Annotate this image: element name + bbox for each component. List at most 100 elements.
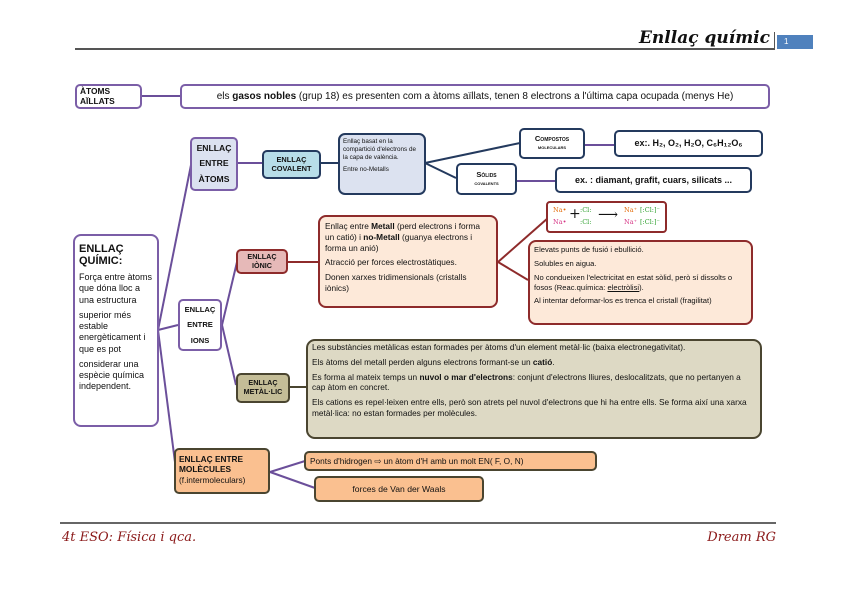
ionic-desc-1: Enllaç entre Metall (perd electrons i fo…	[325, 221, 491, 253]
connector	[157, 159, 193, 331]
node-covalent-desc: Enllaç basat en la compartició d'electro…	[338, 133, 426, 195]
ionic-desc-nometall: no-Metall	[363, 231, 400, 242]
ionic-prop-3-pre: No condueixen l'electricitat en estat sò…	[534, 272, 733, 292]
metallic-desc-2-post: .	[552, 356, 555, 367]
node-ionic-desc: Enllaç entre Metall (perd electrons i fo…	[318, 215, 498, 308]
ionic-label-1: ENLLAÇ	[247, 251, 277, 261]
node-metallic-desc: Les substàncies metàlicas estan formades…	[306, 339, 762, 439]
ionic-prop-4: Al intentar deformar-los es trenca el cr…	[534, 296, 712, 306]
ionic-label-2: IÒNIC	[252, 260, 272, 270]
node-enllac-quimic: ENLLAÇ QUÍMIC: Força entre àtoms que dón…	[73, 234, 159, 427]
root-desc-3: considerar una espècie química independe…	[79, 358, 145, 392]
molecules-label-3: (f.intermoleculars)	[179, 474, 246, 485]
compostos-label-1: Compostos	[534, 134, 570, 144]
header-rule	[75, 48, 775, 50]
ionic-desc-a: Enllaç entre	[325, 221, 372, 231]
ionic-prop-2: Solubles en aigua.	[534, 258, 597, 268]
gasos-nobles-post: (grup 18) es presenten com a àtoms aïlla…	[296, 91, 734, 102]
metallic-desc-2-pre: Els àtoms del metall perden alguns elect…	[312, 356, 533, 367]
ponts-hidrogen-text: Ponts d'hidrogen ⇨ un àtom d'H amb un mo…	[310, 456, 524, 466]
metallic-desc-2-bold: catió	[532, 356, 553, 367]
covalent-label-1: ENLLAÇ	[276, 154, 307, 164]
entre-atoms-1: ENLLAÇ	[196, 143, 232, 154]
entre-atoms-2: ENTRE	[199, 158, 229, 169]
metallic-desc-2: Els àtoms del metall perden alguns elect…	[312, 357, 756, 368]
reactant-na-2: Na•	[553, 218, 567, 226]
ionic-prop-3-post: ).	[639, 282, 644, 292]
entre-ions-1: ENLLAÇ	[184, 305, 216, 315]
atoms-aillats-label-2: AÏLLATS	[80, 95, 115, 106]
ionic-desc-e: (guanya electrons i forma un anió)	[325, 231, 473, 253]
plus-sign: +	[569, 206, 581, 222]
metallic-desc-3-bold: nuvol o mar d'electrons	[419, 371, 513, 382]
connector	[424, 162, 457, 179]
metallic-label-2: METÀL·LIC	[243, 387, 283, 396]
ionic-desc-metall: Metall	[371, 221, 395, 231]
node-ionic-reaction: Na• Na• + :Cl: :Cl: ⟶ Na⁺ Na⁺ [:Cl:]⁻ [:…	[546, 201, 667, 233]
root-title-1: ENLLAÇ	[79, 243, 124, 255]
entre-ions-2: ENTRE	[187, 320, 213, 330]
atoms-aillats-label-1: ÀTOMS	[80, 86, 111, 96]
connector	[497, 217, 549, 263]
metallic-desc-3-pre: Es forma al mateix temps un	[312, 371, 420, 382]
metallic-desc-3-post: : conjunt d'electrons lliures, deslocali…	[312, 371, 741, 393]
gasos-nobles-pre: els	[216, 91, 233, 102]
molecules-label-1: ENLLAÇ ENTRE	[179, 454, 244, 464]
footer-right: Dream RG	[707, 530, 776, 545]
header-divider	[774, 32, 775, 49]
metallic-desc-4: Els cations es repel·leixen entre ells, …	[312, 397, 747, 418]
reaction-arrow: ⟶	[598, 207, 619, 223]
ionic-prop-3: No condueixen l'electricitat en estat sò…	[534, 273, 747, 293]
connector	[269, 460, 306, 473]
entre-atoms-3: ÀTOMS	[198, 173, 230, 184]
node-solids-covalents: Sòlids covalents	[456, 163, 517, 195]
root-title-2: QUÍMIC:	[79, 255, 123, 268]
metallic-label-1: ENLLAÇ	[248, 378, 278, 388]
product-cl-2: [:Cl:]⁻	[640, 218, 660, 226]
page-number-badge: 1	[777, 35, 813, 49]
ionic-prop-1: Elevats punts de fusió i ebullició.	[534, 245, 644, 254]
root-desc-1: Força entre àtoms que dóna lloc a una es…	[79, 272, 153, 305]
product-na-2: Na⁺	[624, 218, 637, 226]
ionic-desc-c: (perd electrons i forma un catió) i	[325, 221, 480, 242]
reactant-cl-bottom: :Cl:	[580, 218, 592, 226]
connector	[221, 261, 238, 326]
gasos-nobles-bold: gasos nobles	[232, 91, 297, 102]
node-entre-atoms: ENLLAÇ ENTRE ÀTOMS	[190, 137, 238, 191]
product-cl-1: [:Cl:]⁻	[640, 206, 660, 214]
ionic-desc-3: Donen xarxes tridimensionals (cristalls …	[325, 272, 467, 293]
node-solids-example: ex. : diamant, grafit, cuars, silicats .…	[555, 167, 752, 193]
metallic-desc-3: Es forma al mateix temps un nuvol o mar …	[312, 372, 756, 394]
node-covalent: ENLLAÇ COVALENT	[262, 150, 321, 179]
covalent-desc-1: Enllaç basat en la compartició d'electro…	[343, 138, 416, 162]
product-na-1: Na⁺	[624, 206, 637, 214]
node-entre-ions: ENLLAÇ ENTRE IONS	[178, 299, 222, 351]
connector	[497, 261, 529, 281]
node-ionic-properties: Elevats punts de fusió i ebullició. Solu…	[528, 240, 753, 325]
footer-rule	[60, 522, 776, 524]
reactant-na-1: Na•	[553, 206, 567, 214]
metallic-desc-1: Les substàncies metàlicas estan formades…	[312, 342, 686, 352]
node-metallic: ENLLAÇ METÀL·LIC	[236, 373, 290, 403]
node-gasos-nobles: els gasos nobles (grup 18) es presenten …	[180, 84, 770, 109]
node-ponts-hidrogen: Ponts d'hidrogen ⇨ un àtom d'H amb un mo…	[304, 451, 597, 471]
root-desc-2: superior més estable energèticament i qu…	[79, 309, 146, 354]
entre-ions-3: IONS	[190, 335, 210, 345]
node-compostos-moleculars: Compostos moleculars	[519, 128, 585, 159]
node-compostos-example: ex:. H₂, O₂, H₂O, C₆H₁₂O₆	[614, 130, 763, 157]
reactant-cl-top: :Cl:	[580, 206, 592, 214]
connector	[221, 324, 237, 386]
solids-example: ex. : diamant, grafit, cuars, silicats .…	[574, 174, 733, 185]
node-ionic: ENLLAÇ IÒNIC	[236, 249, 288, 274]
connector	[157, 324, 179, 331]
header-title: Enllaç químic	[638, 28, 770, 48]
van-der-waals-text: forces de Van der Waals	[352, 483, 446, 494]
ionic-desc-2: Atracció per forces electrostàtiques.	[325, 257, 457, 268]
electrolisi-link[interactable]: electròlisi	[607, 282, 640, 292]
compostos-example: ex:. H₂, O₂, H₂O, C₆H₁₂O₆	[634, 138, 743, 149]
molecules-label-2: MOLÈCULES	[179, 464, 232, 475]
connector	[157, 329, 177, 471]
solids-label-1: Sòlids	[476, 169, 497, 179]
page-number: 1	[784, 37, 789, 46]
